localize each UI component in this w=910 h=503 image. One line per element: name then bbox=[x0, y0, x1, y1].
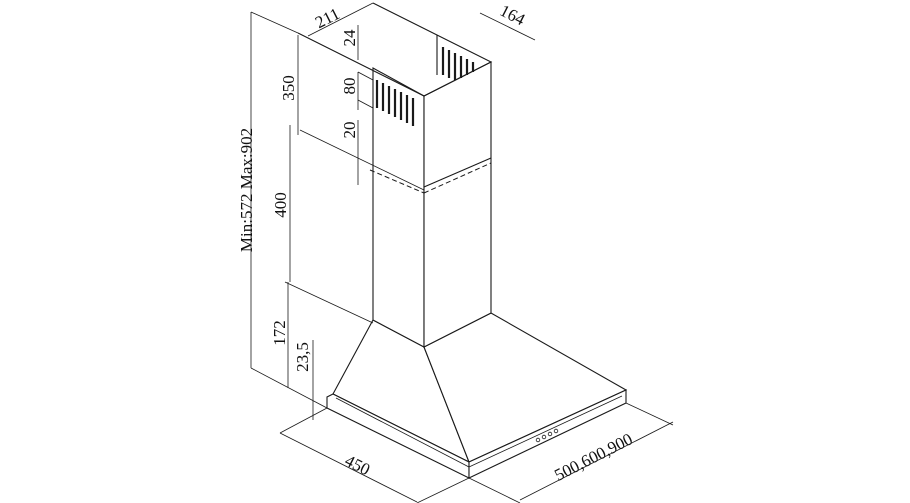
hood-height-label: 172 bbox=[270, 320, 289, 346]
height-range-label: Min:572 Max:902 bbox=[237, 128, 256, 252]
chimney-lower-label: 400 bbox=[271, 192, 290, 218]
chimney bbox=[284, 2, 493, 348]
chimney-upper-label: 350 bbox=[279, 75, 298, 101]
chimney-left-face bbox=[372, 67, 425, 348]
chimney-width-label: 164 bbox=[497, 1, 529, 30]
overlap-label: 20 bbox=[340, 122, 359, 139]
sleeve-joint bbox=[423, 157, 492, 188]
vent-slots-left bbox=[375, 80, 415, 126]
chimney-top-edges bbox=[297, 2, 493, 97]
vent-slots-back bbox=[441, 47, 475, 80]
vent-height-label: 80 bbox=[340, 78, 359, 95]
extension-line bbox=[299, 129, 425, 191]
sleeve-joint-hidden bbox=[423, 162, 492, 194]
hood-depth-label: 450 bbox=[342, 451, 373, 480]
hood-body bbox=[326, 312, 628, 479]
base-edge bbox=[468, 395, 623, 468]
top-offset-label: 24 bbox=[340, 29, 359, 47]
sleeve-joint-hidden bbox=[369, 169, 425, 194]
dimension-lines bbox=[250, 2, 674, 503]
base-edge bbox=[335, 397, 470, 468]
control-buttons bbox=[535, 428, 559, 443]
extension-line bbox=[284, 281, 374, 324]
chimney-depth-label: 211 bbox=[312, 4, 343, 32]
hood-widths-label: 500,600,900 bbox=[551, 429, 635, 485]
chimney-front-face bbox=[423, 61, 492, 348]
base-thickness-label: 23,5 bbox=[293, 342, 312, 372]
hood-base-left bbox=[326, 393, 470, 479]
